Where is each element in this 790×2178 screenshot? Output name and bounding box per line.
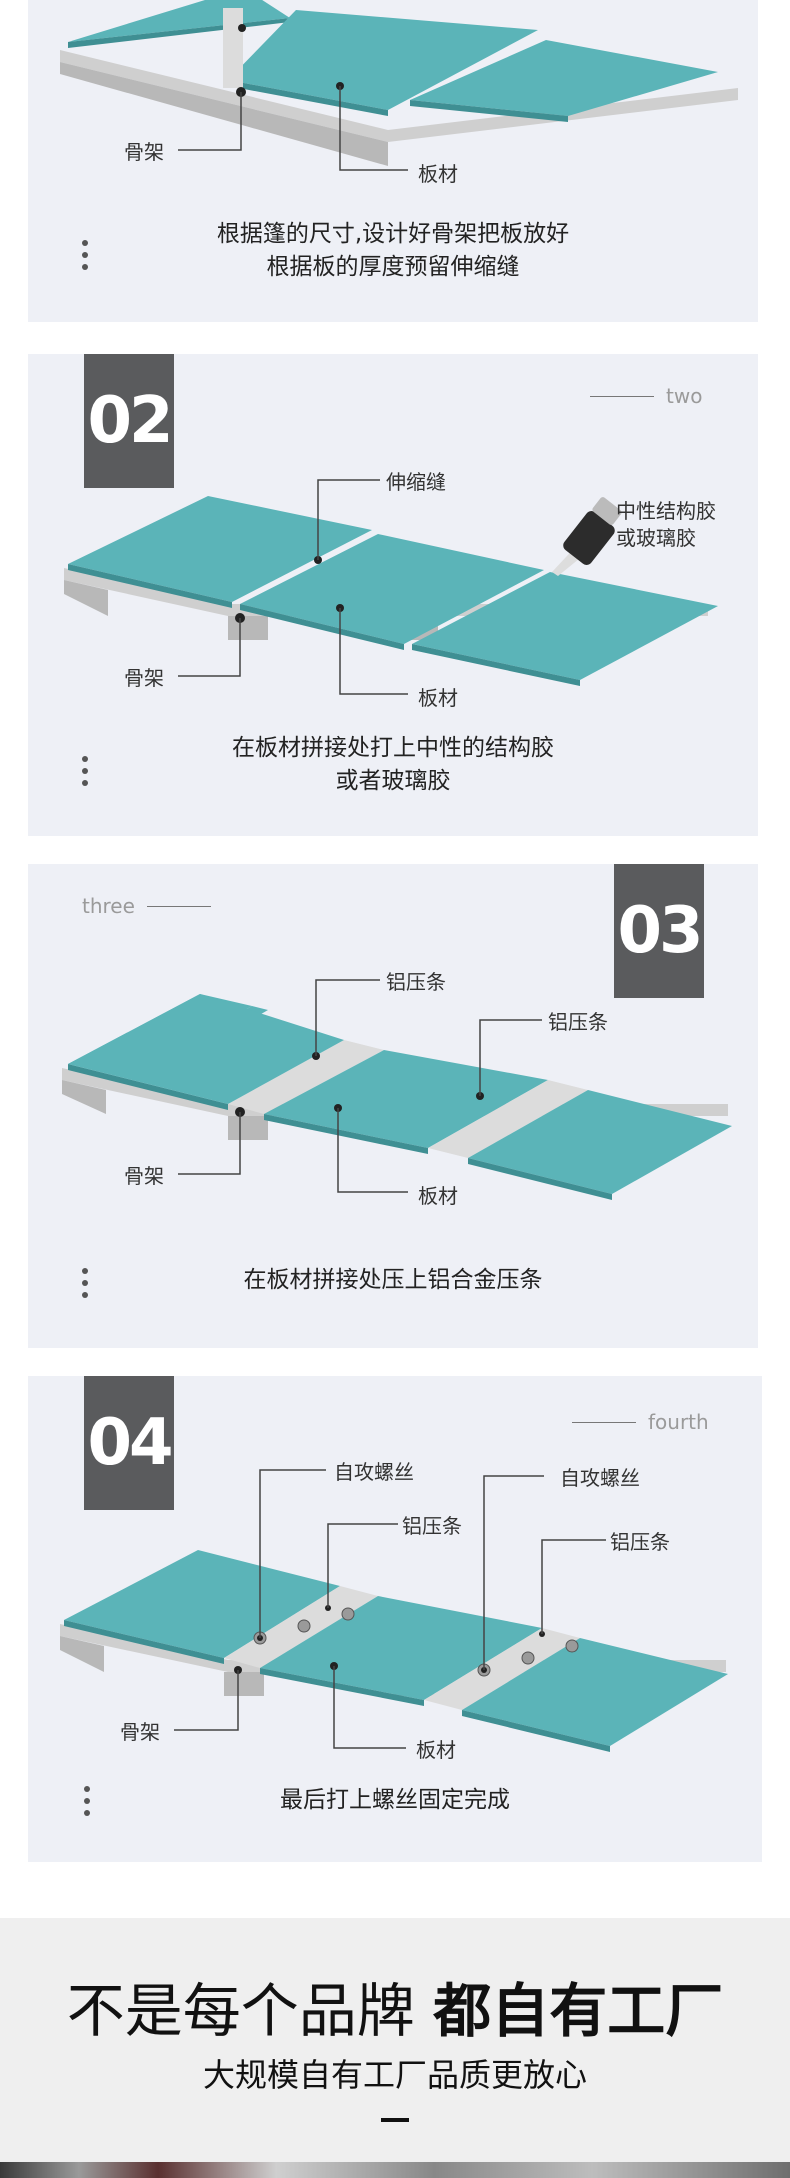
- tag-line: [572, 1421, 636, 1423]
- tag-line: [146, 905, 211, 907]
- frame-label: 骨架: [124, 666, 164, 690]
- banner-subtitle: 大规模自有工厂品质更放心: [202, 2056, 587, 2094]
- banner-divider: [381, 2118, 409, 2122]
- board-label: 板材: [418, 686, 458, 710]
- tag-line: [590, 395, 654, 397]
- step-3-illustration: [62, 979, 732, 1200]
- more-dots-icon: [82, 756, 88, 792]
- glue-gun-icon: [552, 497, 622, 576]
- step-2-illustration: [64, 479, 718, 695]
- step-2-description: 在板材拼接处打上中性的结构胶 或者玻璃胶: [232, 735, 554, 794]
- board-label: 板材: [416, 1738, 456, 1762]
- aluminum-strip-label-left: 铝压条: [402, 1514, 462, 1538]
- self-tapping-screw-label-left: 自攻螺丝: [334, 1460, 414, 1484]
- step-number-badge: 03: [614, 864, 704, 998]
- step-4-card: 04 fourth 自攻螺丝 铝压条 自攻螺丝 铝压条 骨架 板材 最后打上螺丝…: [28, 1376, 762, 1862]
- glue-label: 中性结构胶 或玻璃胶: [616, 499, 716, 550]
- frame-label: 骨架: [120, 1720, 160, 1744]
- more-dots-icon: [84, 1786, 90, 1822]
- step-3-description: 在板材拼接处压上铝合金压条: [243, 1267, 543, 1293]
- photo-strip: [0, 2162, 790, 2178]
- step-2-card: 02 two 伸缩缝 中性结构胶 或玻璃胶 骨架 板材 在板材拼接处打上中性的结…: [28, 354, 758, 836]
- step-4-illustration: [60, 1469, 728, 1752]
- aluminum-strip-label-right: 铝压条: [610, 1530, 670, 1554]
- step-1-description: 根据篷的尺寸,设计好骨架把板放好 根据板的厚度预留伸缩缝: [216, 221, 570, 280]
- more-dots-icon: [82, 1268, 88, 1304]
- step-tag: fourth: [572, 1410, 709, 1434]
- step-3-card: 03 three 铝压条 铝压条 骨架 板材 在板材拼接处压上铝合金压条: [28, 864, 758, 1348]
- more-dots-icon: [82, 240, 88, 276]
- step-1-illustration: [60, 0, 738, 171]
- step-4-description: 最后打上螺丝固定完成: [280, 1787, 510, 1813]
- board-label: 板材: [418, 162, 458, 186]
- expansion-gap-label: 伸缩缝: [386, 470, 446, 494]
- step-tag: three: [82, 894, 211, 918]
- frame-label: 骨架: [124, 140, 164, 164]
- aluminum-strip-label-right: 铝压条: [548, 1010, 608, 1034]
- step-1-card: 骨架 板材 根据篷的尺寸,设计好骨架把板放好 根据板的厚度预留伸缩缝: [28, 0, 758, 322]
- step-number-badge: 02: [84, 354, 174, 488]
- self-tapping-screw-label-right: 自攻螺丝: [560, 1466, 640, 1490]
- step-number-badge: 04: [84, 1376, 174, 1510]
- aluminum-strip-label-left: 铝压条: [386, 970, 446, 994]
- factory-banner: 不是每个品牌 都自有工厂 大规模自有工厂品质更放心: [0, 1918, 790, 2178]
- step-tag: two: [590, 384, 702, 408]
- board-label: 板材: [418, 1184, 458, 1208]
- banner-title: 不是每个品牌 都自有工厂: [66, 1977, 724, 2045]
- frame-label: 骨架: [124, 1164, 164, 1188]
